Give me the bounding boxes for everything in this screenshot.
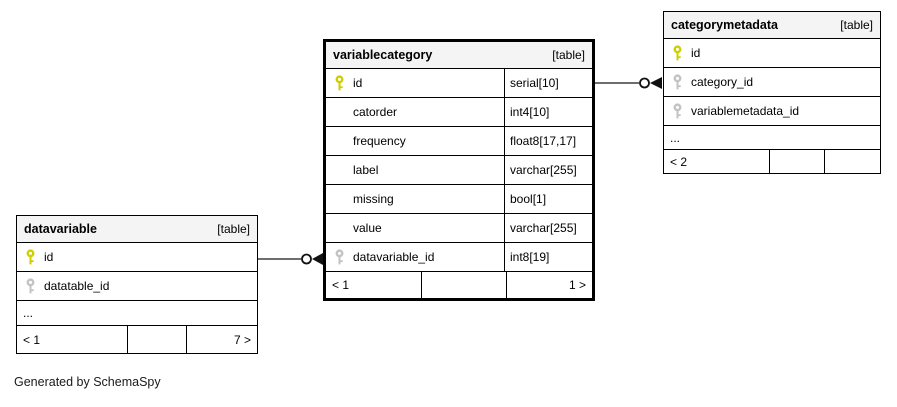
table-degree-row: < 1 1 > bbox=[326, 272, 592, 298]
table-name[interactable]: datavariable bbox=[24, 222, 97, 236]
table-tag: [table] bbox=[552, 48, 585, 62]
degree-out: 7 > bbox=[233, 332, 251, 347]
column-type: varchar[255] bbox=[504, 214, 592, 242]
column-row: category_id bbox=[664, 68, 880, 97]
degree-in: < 1 bbox=[326, 272, 422, 298]
column-name: frequency bbox=[353, 134, 406, 148]
column-row: id bbox=[664, 39, 880, 68]
column-row: datavariable_id int8[19] bbox=[326, 243, 592, 272]
table-name[interactable]: variablecategory bbox=[333, 48, 433, 62]
column-name: category_id bbox=[691, 75, 754, 89]
column-name: value bbox=[353, 221, 382, 235]
table-tag: [table] bbox=[217, 222, 250, 236]
column-row: value varchar[255] bbox=[326, 214, 592, 243]
column-type: bool[1] bbox=[504, 185, 592, 213]
column-name: missing bbox=[353, 192, 394, 206]
table-degree-row: < 2 bbox=[664, 150, 880, 173]
no-key-spacer bbox=[326, 185, 353, 213]
primary-key-icon bbox=[664, 39, 691, 67]
table-header: categorymetadata [table] bbox=[664, 12, 880, 39]
table-variablecategory: variablecategory [table] id serial[10] c… bbox=[323, 39, 595, 301]
column-row: id bbox=[17, 243, 257, 272]
relationship-variablecategory-to-categorymetadata bbox=[595, 77, 662, 89]
table-degree-row: < 1 7 > bbox=[17, 326, 257, 353]
column-type: int8[19] bbox=[504, 243, 592, 271]
column-row: variablemetadata_id bbox=[664, 97, 880, 126]
degree-mid bbox=[770, 150, 825, 173]
column-row: frequency float8[17,17] bbox=[326, 127, 592, 156]
table-categorymetadata: categorymetadata [table] id category_id … bbox=[663, 11, 881, 174]
primary-key-icon bbox=[17, 243, 44, 271]
column-name: variablemetadata_id bbox=[691, 104, 800, 118]
no-key-spacer bbox=[326, 156, 353, 184]
column-name: catorder bbox=[353, 105, 398, 119]
degree-in: < 1 bbox=[17, 326, 128, 353]
degree-out: 1 > bbox=[568, 278, 586, 292]
degree-in: < 2 bbox=[664, 150, 770, 173]
column-name: datavariable_id bbox=[353, 250, 435, 264]
no-key-spacer bbox=[326, 98, 353, 126]
column-row: catorder int4[10] bbox=[326, 98, 592, 127]
column-name: id bbox=[353, 76, 363, 90]
column-name: id bbox=[44, 250, 54, 264]
table-name[interactable]: categorymetadata bbox=[671, 18, 778, 32]
table-header: variablecategory [table] bbox=[326, 42, 592, 69]
no-key-spacer bbox=[326, 127, 353, 155]
degree-mid bbox=[128, 326, 187, 353]
column-row: id serial[10] bbox=[326, 69, 592, 98]
primary-key-icon bbox=[326, 69, 353, 97]
column-name: label bbox=[353, 163, 379, 177]
more-columns-ellipsis: ... bbox=[17, 301, 257, 326]
degree-mid bbox=[422, 272, 507, 298]
foreign-key-icon bbox=[326, 243, 353, 271]
degree-out bbox=[825, 150, 880, 173]
column-row: datatable_id bbox=[17, 272, 257, 301]
column-row: missing bool[1] bbox=[326, 185, 592, 214]
relationship-datavariable-to-variablecategory bbox=[258, 253, 323, 265]
column-type: float8[17,17] bbox=[504, 127, 592, 155]
column-type: int4[10] bbox=[504, 98, 592, 126]
table-header: datavariable [table] bbox=[17, 216, 257, 243]
no-key-spacer bbox=[326, 214, 353, 242]
column-type: varchar[255] bbox=[504, 156, 592, 184]
column-type: serial[10] bbox=[504, 69, 592, 97]
table-datavariable: datavariable [table] id datatable_id ...… bbox=[16, 215, 258, 354]
more-columns-ellipsis: ... bbox=[664, 126, 880, 150]
generator-credit: Generated by SchemaSpy bbox=[14, 375, 161, 389]
foreign-key-icon bbox=[17, 272, 44, 300]
column-name: datatable_id bbox=[44, 279, 110, 293]
foreign-key-icon bbox=[664, 68, 691, 96]
foreign-key-icon bbox=[664, 97, 691, 125]
column-name: id bbox=[691, 46, 701, 60]
table-tag: [table] bbox=[840, 18, 873, 32]
column-row: label varchar[255] bbox=[326, 156, 592, 185]
